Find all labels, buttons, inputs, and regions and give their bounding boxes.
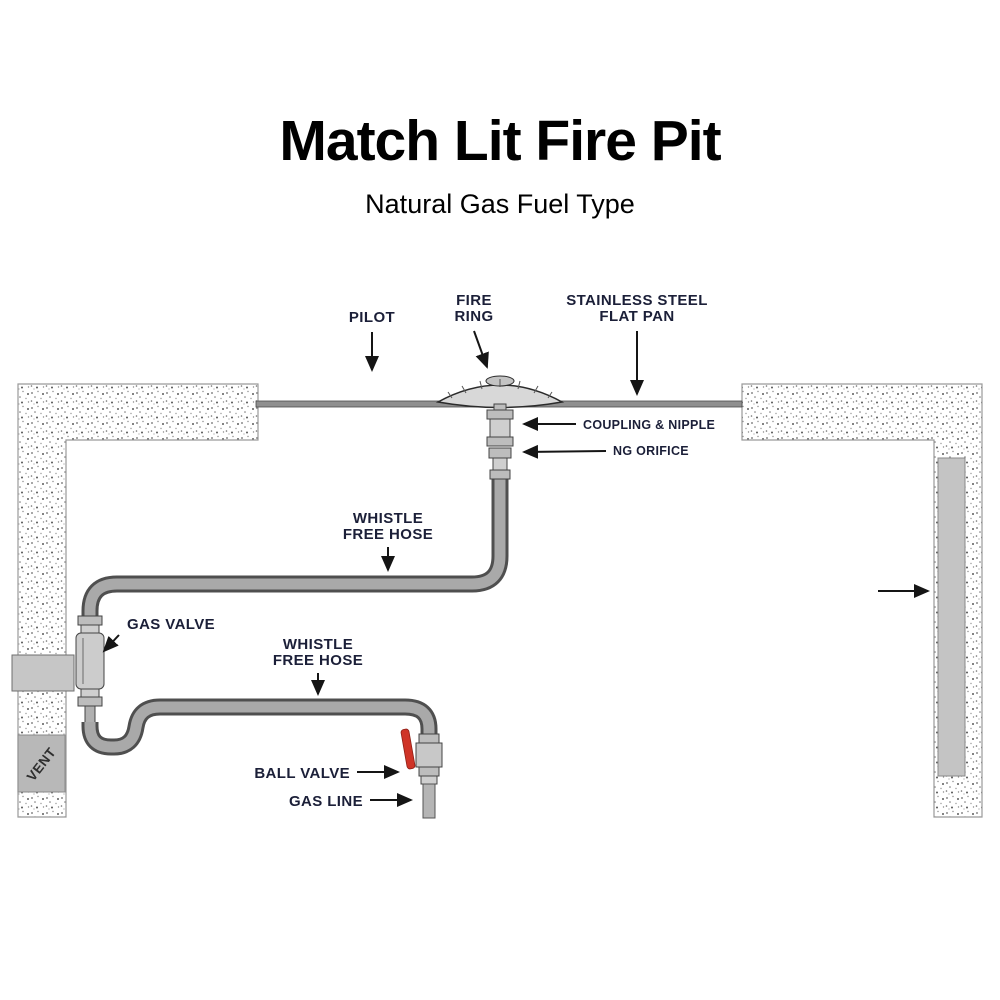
pilot-label: PILOT [349, 309, 395, 326]
coupling-and-nipple [486, 403, 514, 447]
ball-valve-label: BALL VALVE [254, 765, 350, 782]
hose-lower-label-2: FREE HOSE [273, 652, 363, 669]
gas-valve-label: GAS VALVE [127, 616, 215, 633]
fire-ring [435, 375, 565, 409]
vent: VENT [17, 734, 66, 793]
flat-pan-label-1: STAINLESS STEEL [566, 292, 708, 309]
whistle-free-hose-lower [81, 698, 438, 756]
ng-orifice [488, 447, 512, 480]
ball-valve-handle [400, 728, 416, 770]
page-subtitle: Natural Gas Fuel Type [365, 189, 635, 219]
fire-ring-label-2: RING [454, 308, 493, 325]
whistle-free-hose-upper [81, 474, 509, 618]
gas-valve-arrow [102, 634, 120, 653]
gas-valve [75, 615, 105, 725]
page-title: Match Lit Fire Pit [279, 109, 721, 173]
fire-ring-label-1: FIRE [456, 292, 492, 309]
ng-orifice-label: NG ORIFICE [613, 444, 689, 458]
valve-wall-mount [11, 654, 75, 692]
coupling-nipple-label: COUPLING & NIPPLE [583, 418, 715, 432]
hose-upper-label-1: WHISTLE [353, 510, 423, 527]
gas-line-label: GAS LINE [289, 793, 363, 810]
gas-line-pipe [422, 783, 436, 819]
hose-lower-label-1: WHISTLE [283, 636, 353, 653]
right-wall-inner-panel [937, 457, 966, 777]
hose-upper-label-2: FREE HOSE [343, 526, 433, 543]
fire-ring-arrow [473, 330, 489, 369]
flat-pan-label-2: FLAT PAN [599, 308, 674, 325]
ng-orifice-arrow [522, 444, 607, 459]
ball-valve [400, 728, 443, 785]
